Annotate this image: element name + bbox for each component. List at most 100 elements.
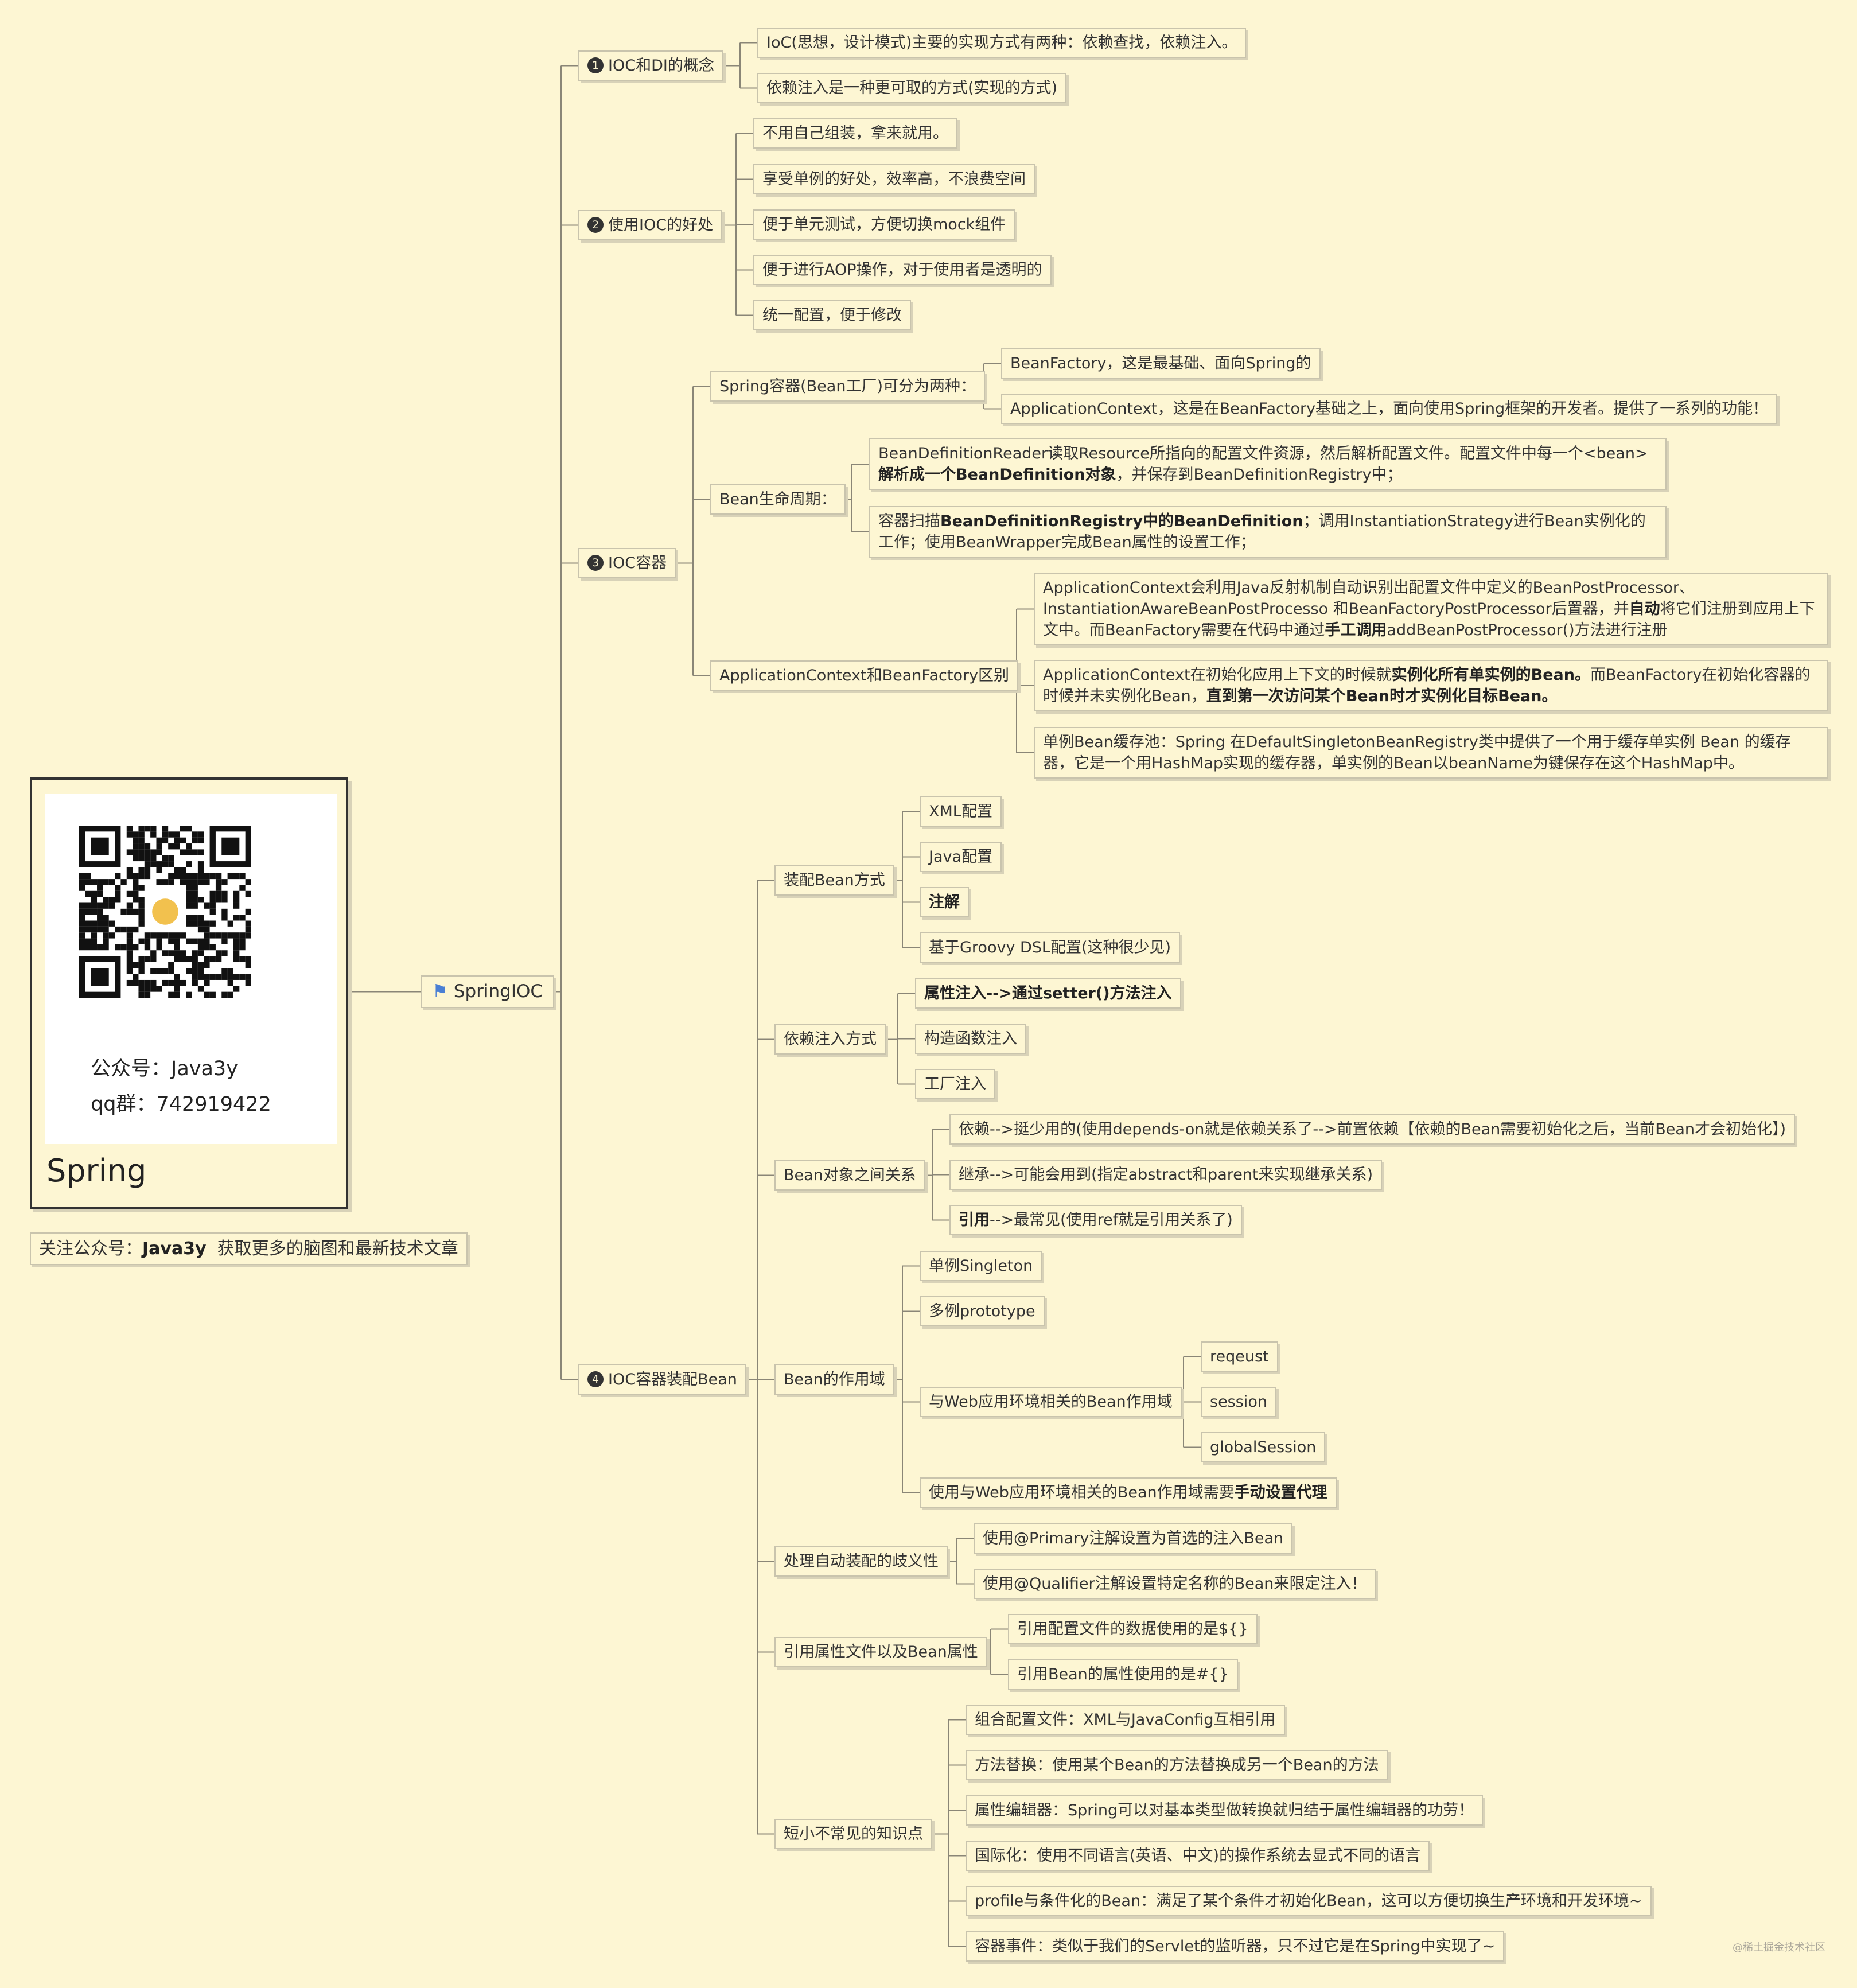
leaf-singleton[interactable]: 单例Singleton bbox=[920, 1251, 1042, 1281]
qr-module bbox=[156, 837, 162, 844]
leaf-misc[interactable]: 方法替换：使用某个Bean的方法替换成另一个Bean的方法 bbox=[966, 1750, 1388, 1780]
assemble-methods-node[interactable]: 装配Bean方式 bbox=[774, 865, 894, 896]
web-scope-node[interactable]: 与Web应用环境相关的Bean作用域 bbox=[920, 1387, 1182, 1417]
text: 将它们注册到应用上下文中。而BeanFactory需要在代码中通过 bbox=[1043, 600, 1815, 639]
leaf-inheritance[interactable]: 继承-->可能会用到(指定abstract和parent来实现继承关系) bbox=[949, 1160, 1383, 1190]
leaf-groovy-dsl[interactable]: 基于Groovy DSL配置(这种很少见) bbox=[920, 932, 1181, 963]
text: ApplicationContext在初始化应用上下文的时候就 bbox=[1043, 666, 1392, 684]
autowire-ambiguity-node[interactable]: 处理自动装配的歧义性 bbox=[774, 1546, 948, 1577]
qr-module bbox=[168, 843, 174, 850]
follow-banner[interactable]: 关注公众号：Java3y 获取更多的脑图和最新技术文章 bbox=[30, 1232, 468, 1265]
leaf-global-session[interactable]: globalSession bbox=[1201, 1432, 1326, 1462]
qr-module bbox=[204, 938, 210, 944]
qr-module bbox=[97, 902, 103, 909]
leaf-session[interactable]: session bbox=[1201, 1387, 1276, 1417]
leaf-prototype[interactable]: 多例prototype bbox=[920, 1296, 1045, 1326]
container-types-node[interactable]: Spring容器(Bean工厂)可分为两种： bbox=[710, 371, 985, 402]
leaf-request[interactable]: reqeust bbox=[1201, 1341, 1278, 1372]
leaf-factory-injection[interactable]: 工厂注入 bbox=[915, 1069, 995, 1099]
leaf-misc[interactable]: 国际化：使用不同语言(英语、中文)的操作系统去显式不同的语言 bbox=[966, 1841, 1430, 1871]
qr-module bbox=[204, 873, 210, 880]
qr-module bbox=[186, 885, 192, 891]
qr-module bbox=[221, 897, 228, 903]
leaf-benefit[interactable]: 便于单元测试，方便切换mock组件 bbox=[753, 209, 1015, 240]
leaf-misc[interactable]: 组合配置文件：XML与JavaConfig互相引用 bbox=[966, 1705, 1285, 1735]
qr-module bbox=[138, 902, 145, 909]
qr-module bbox=[97, 890, 103, 897]
leaf-misc[interactable]: 属性编辑器：Spring可以对基本类型做转换就归结于属性编辑器的功劳！ bbox=[966, 1795, 1484, 1826]
leaf-setter-injection[interactable]: 属性注入-->通过setter()方法注入 bbox=[915, 978, 1181, 1009]
leaf-benefit[interactable]: 便于进行AOP操作，对于使用者是透明的 bbox=[753, 255, 1052, 285]
root-node[interactable]: ⚑SpringIOC bbox=[421, 975, 555, 1008]
qr-module bbox=[192, 956, 198, 962]
branch-label: IOC和DI的概念 bbox=[608, 57, 714, 75]
qr-module bbox=[227, 968, 233, 974]
qr-module bbox=[186, 915, 192, 921]
qr-module bbox=[103, 938, 109, 944]
leaf-benefit[interactable]: 不用自己组装，拿来就用。 bbox=[753, 118, 957, 149]
leaf-diff-instantiate[interactable]: ApplicationContext在初始化应用上下文的时候就实例化所有单实例的… bbox=[1034, 660, 1828, 711]
leaf-misc[interactable]: profile与条件化的Bean：满足了某个条件才初始化Bean，这可以方便切换… bbox=[966, 1886, 1652, 1916]
leaf-di-preferred[interactable]: 依赖注入是一种更可取的方式(实现的方式) bbox=[757, 73, 1067, 103]
leaf-annotation[interactable]: 注解 bbox=[920, 887, 969, 917]
leaf-ioc-ways[interactable]: IoC(思想，设计模式)主要的实现方式有两种：依赖查找，依赖注入。 bbox=[757, 28, 1247, 58]
qr-module bbox=[215, 956, 222, 962]
bean-relations-node[interactable]: Bean对象之间关系 bbox=[774, 1160, 925, 1191]
injection-methods-node[interactable]: 依赖注入方式 bbox=[774, 1024, 886, 1055]
leaf-spel-expression[interactable]: 引用Bean的属性使用的是#{} bbox=[1008, 1659, 1238, 1690]
qr-module bbox=[239, 873, 246, 880]
qr-module bbox=[197, 861, 204, 867]
qr-module bbox=[197, 968, 204, 974]
leaf-constructor-injection[interactable]: 构造函数注入 bbox=[915, 1024, 1026, 1054]
qr-module bbox=[144, 855, 151, 862]
leaf-diff-singleton-cache[interactable]: 单例Bean缓存池：Spring 在DefaultSingletonBeanRe… bbox=[1034, 727, 1828, 779]
leaf-depends-on[interactable]: 依赖-->挺少用的(使用depends-on就是依赖关系了-->前置依赖【依赖的… bbox=[949, 1114, 1796, 1145]
qr-module bbox=[186, 873, 192, 880]
number-badge: 2 bbox=[587, 216, 604, 233]
qr-module bbox=[209, 932, 216, 939]
qr-module bbox=[221, 915, 228, 921]
leaf-benefit[interactable]: 统一配置，便于修改 bbox=[753, 300, 911, 330]
leaf-lifecycle-reader[interactable]: BeanDefinitionReader读取Resource所指向的配置文件资源… bbox=[869, 438, 1667, 490]
leaf-beanfactory[interactable]: BeanFactory，这是最基础、面向Spring的 bbox=[1001, 348, 1321, 379]
leaf-reference[interactable]: 引用-->最常见(使用ref就是引用关系了) bbox=[949, 1205, 1242, 1235]
leaf-benefit[interactable]: 享受单例的好处，效率高，不浪费空间 bbox=[753, 164, 1035, 194]
root-label: SpringIOC bbox=[453, 981, 543, 1002]
leaf-xml-config[interactable]: XML配置 bbox=[920, 796, 1002, 827]
bold-text: 属性注入-->通过setter()方法注入 bbox=[924, 985, 1172, 1002]
leaf-dollar-placeholder[interactable]: 引用配置文件的数据使用的是${} bbox=[1008, 1614, 1258, 1644]
leaf-misc[interactable]: 容器事件：类似于我们的Servlet的监听器，只不过它是在Spring中实现了~ bbox=[966, 1931, 1505, 1962]
leaf-java-config[interactable]: Java配置 bbox=[920, 842, 1002, 872]
qr-module bbox=[209, 956, 216, 962]
bold-text: 引用 bbox=[959, 1211, 990, 1229]
qr-module bbox=[97, 885, 103, 891]
qr-module bbox=[168, 873, 174, 880]
bean-scope-node[interactable]: Bean的作用域 bbox=[774, 1364, 894, 1395]
leaf-primary-annotation[interactable]: 使用@Primary注解设置为首选的注入Bean bbox=[974, 1523, 1293, 1554]
bean-lifecycle-node[interactable]: Bean生命周期： bbox=[710, 484, 846, 515]
qr-module bbox=[133, 879, 139, 885]
leaf-diff-register[interactable]: ApplicationContext会利用Java反射机制自动识别出配置文件中定… bbox=[1034, 573, 1828, 645]
qr-module bbox=[156, 843, 162, 850]
qr-module bbox=[192, 915, 198, 921]
qr-module bbox=[162, 950, 169, 956]
qr-module bbox=[245, 926, 251, 933]
qr-module bbox=[192, 979, 198, 986]
misc-knowledge-node[interactable]: 短小不常见的知识点 bbox=[774, 1819, 932, 1849]
leaf-lifecycle-scan[interactable]: 容器扫描BeanDefinitionRegistry中的BeanDefiniti… bbox=[869, 506, 1667, 558]
qr-module bbox=[245, 879, 251, 885]
leaf-applicationcontext[interactable]: ApplicationContext，这是在BeanFactory基础之上，面向… bbox=[1001, 394, 1778, 424]
leaf-qualifier-annotation[interactable]: 使用@Qualifier注解设置特定名称的Bean来限定注入！ bbox=[974, 1569, 1376, 1599]
qr-module bbox=[126, 926, 133, 933]
property-reference-node[interactable]: 引用属性文件以及Bean属性 bbox=[774, 1637, 987, 1667]
qr-module bbox=[126, 962, 133, 968]
leaf-scope-proxy[interactable]: 使用与Web应用环境相关的Bean作用域需要手动设置代理 bbox=[920, 1477, 1337, 1508]
qr-module bbox=[103, 932, 109, 939]
qr-module bbox=[215, 873, 222, 880]
context-vs-factory-node[interactable]: ApplicationContext和BeanFactory区别 bbox=[710, 660, 1019, 691]
qr-module bbox=[156, 938, 162, 944]
